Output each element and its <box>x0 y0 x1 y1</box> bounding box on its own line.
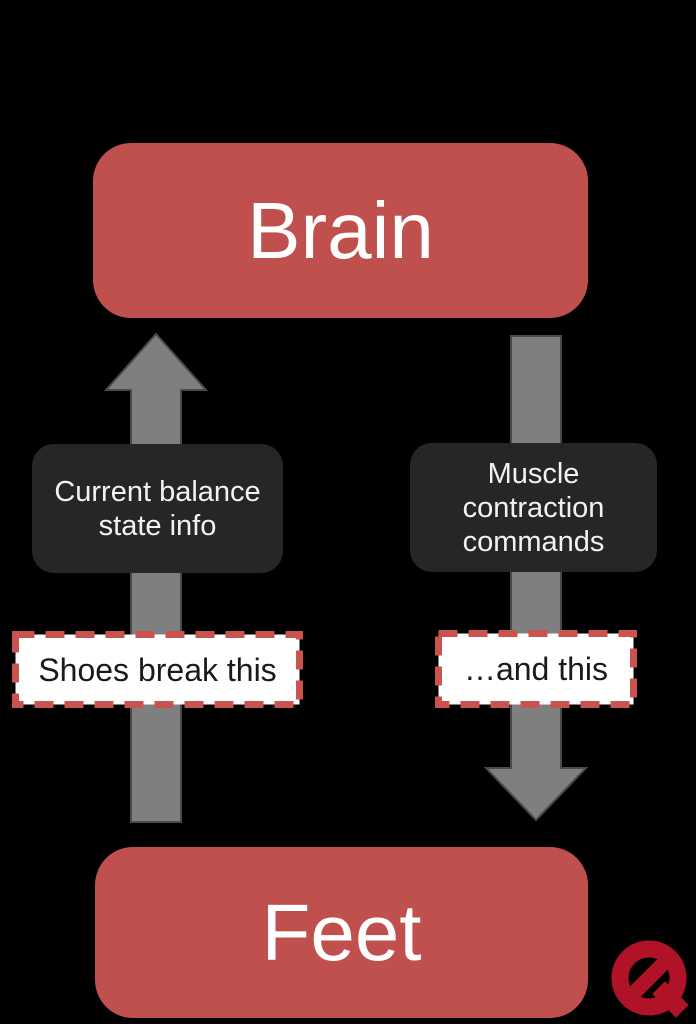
brain-node-label: Brain <box>247 185 434 275</box>
down-flow-label: Muscle contraction commands <box>462 457 605 558</box>
up-flow-annotation-box: Shoes break this <box>12 631 303 708</box>
up-arrow <box>103 332 209 823</box>
q-slash-logo-icon <box>611 940 689 1018</box>
down-flow-annotation: …and this <box>463 651 609 687</box>
up-flow-annotation: Shoes break this <box>38 651 277 688</box>
feet-node: Feet <box>95 847 588 1018</box>
up-flow-label: Current balance state info <box>54 475 261 542</box>
feet-node-label: Feet <box>261 887 422 977</box>
dashed-border <box>12 631 303 708</box>
down-arrow <box>483 335 589 822</box>
brain-node: Brain <box>93 143 588 318</box>
up-flow-label-box: Current balance state info <box>32 444 283 573</box>
dashed-border <box>435 630 637 708</box>
down-flow-annotation-box: …and this <box>435 630 637 708</box>
down-flow-label-box: Muscle contraction commands <box>410 443 657 572</box>
